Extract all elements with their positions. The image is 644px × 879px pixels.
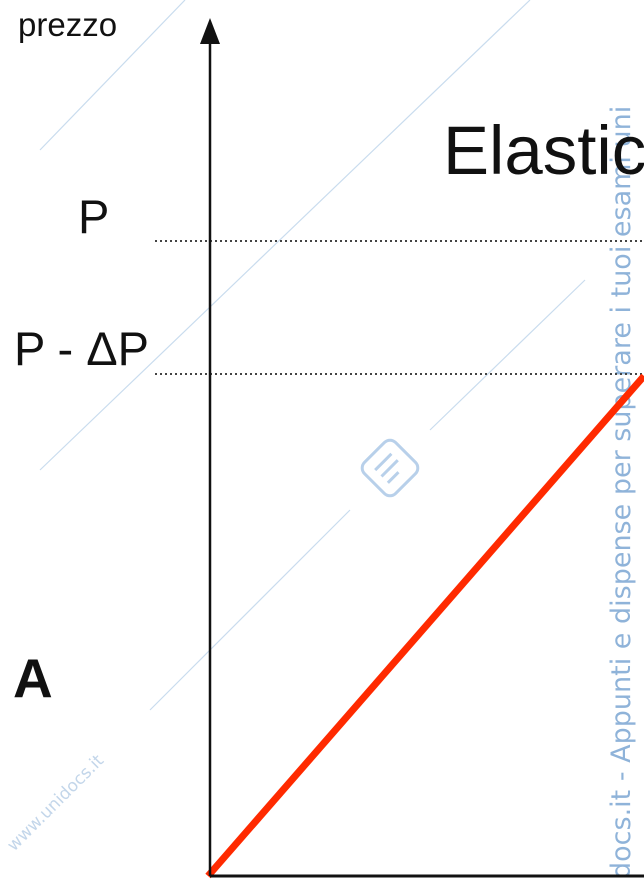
watermark-vertical-text: docs.it - Appunti e dispense per superar… xyxy=(606,106,637,879)
watermark-lines xyxy=(39,0,586,711)
unidocs-logo-icon xyxy=(360,438,420,498)
panel-label: A xyxy=(13,647,53,709)
y-axis-label: prezzo xyxy=(18,6,117,43)
curve-line xyxy=(205,373,644,879)
price-p-label: P xyxy=(78,190,109,243)
title-text: Elastic xyxy=(443,112,644,189)
price-p-minus-dp-label: P - ΔP xyxy=(14,322,149,375)
y-axis-arrow-icon xyxy=(200,18,220,44)
watermark-diagonal-text: www.unidocs.it xyxy=(3,751,108,856)
